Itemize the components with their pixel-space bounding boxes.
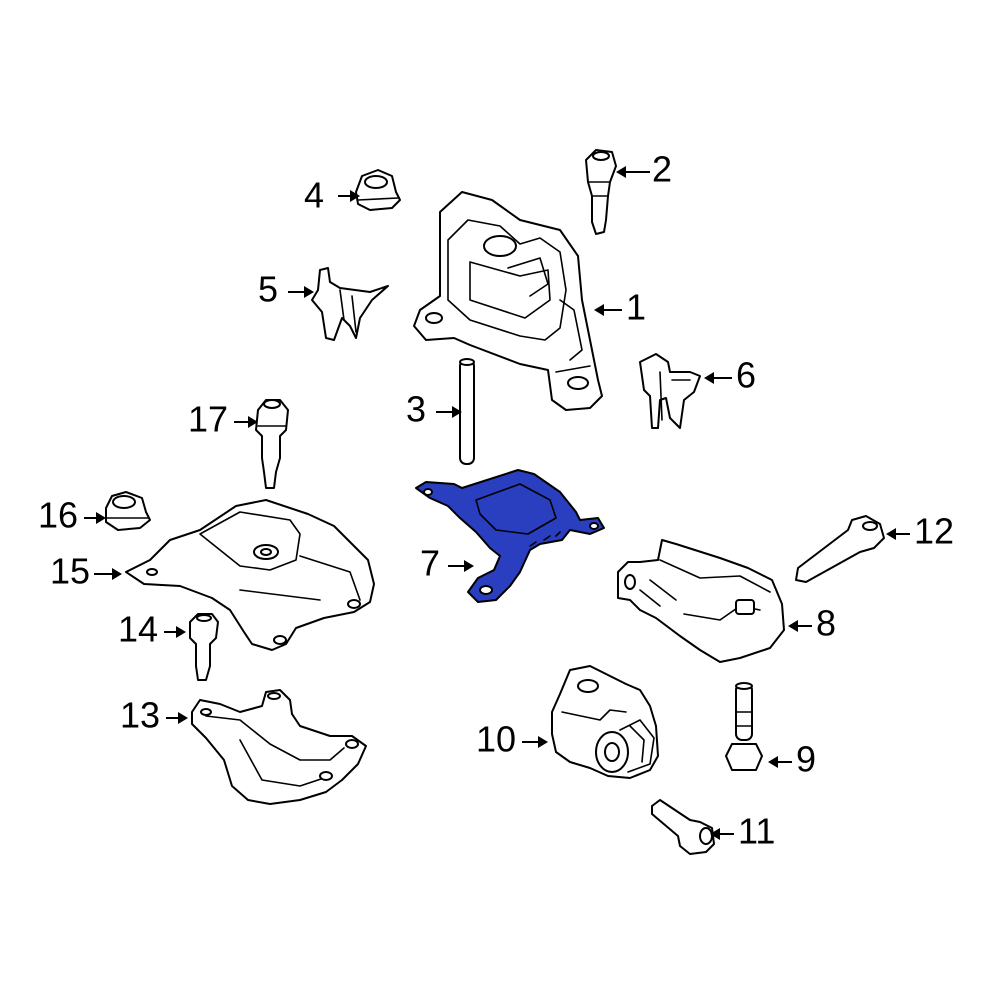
callout-17: 17 [188,399,228,440]
callout-6: 6 [736,355,756,396]
part-16-nut [105,491,151,531]
callout-11: 11 [738,811,775,852]
part-9-stud-bolt [725,682,763,771]
part-11-bolt [651,799,715,855]
part-8-transmission-mount [617,539,785,663]
part-7-bracket-highlighted[interactable] [415,469,605,603]
part-1-engine-mount [413,191,603,411]
part-13-lower-bracket [191,689,367,805]
part-12-bolt [795,515,885,583]
callout-13: 13 [120,695,160,736]
part-17-bolt [255,399,289,489]
part-15-mount-plate [125,499,375,651]
callout-15: 15 [50,551,90,592]
callout-1: 1 [626,287,646,328]
part-3-stud [459,358,475,465]
callout-12: 12 [914,511,954,552]
callout-5: 5 [258,269,278,310]
leader-lines [84,166,910,840]
callout-9: 9 [796,739,816,780]
part-2-bolt [585,149,617,235]
callout-16: 16 [38,495,78,536]
part-6-bracket-clip [639,353,701,429]
callout-4: 4 [304,175,324,216]
part-5-bracket-clip [311,267,389,341]
part-4-nut [355,169,401,211]
callout-14: 14 [118,609,158,650]
callout-7[interactable]: 7 [420,543,440,584]
callout-2: 2 [652,149,672,190]
callout-10: 10 [476,719,516,760]
callout-3: 3 [406,389,426,430]
part-10-bushing-mount [551,665,659,779]
callout-8: 8 [816,603,836,644]
part-14-bolt [189,613,219,681]
